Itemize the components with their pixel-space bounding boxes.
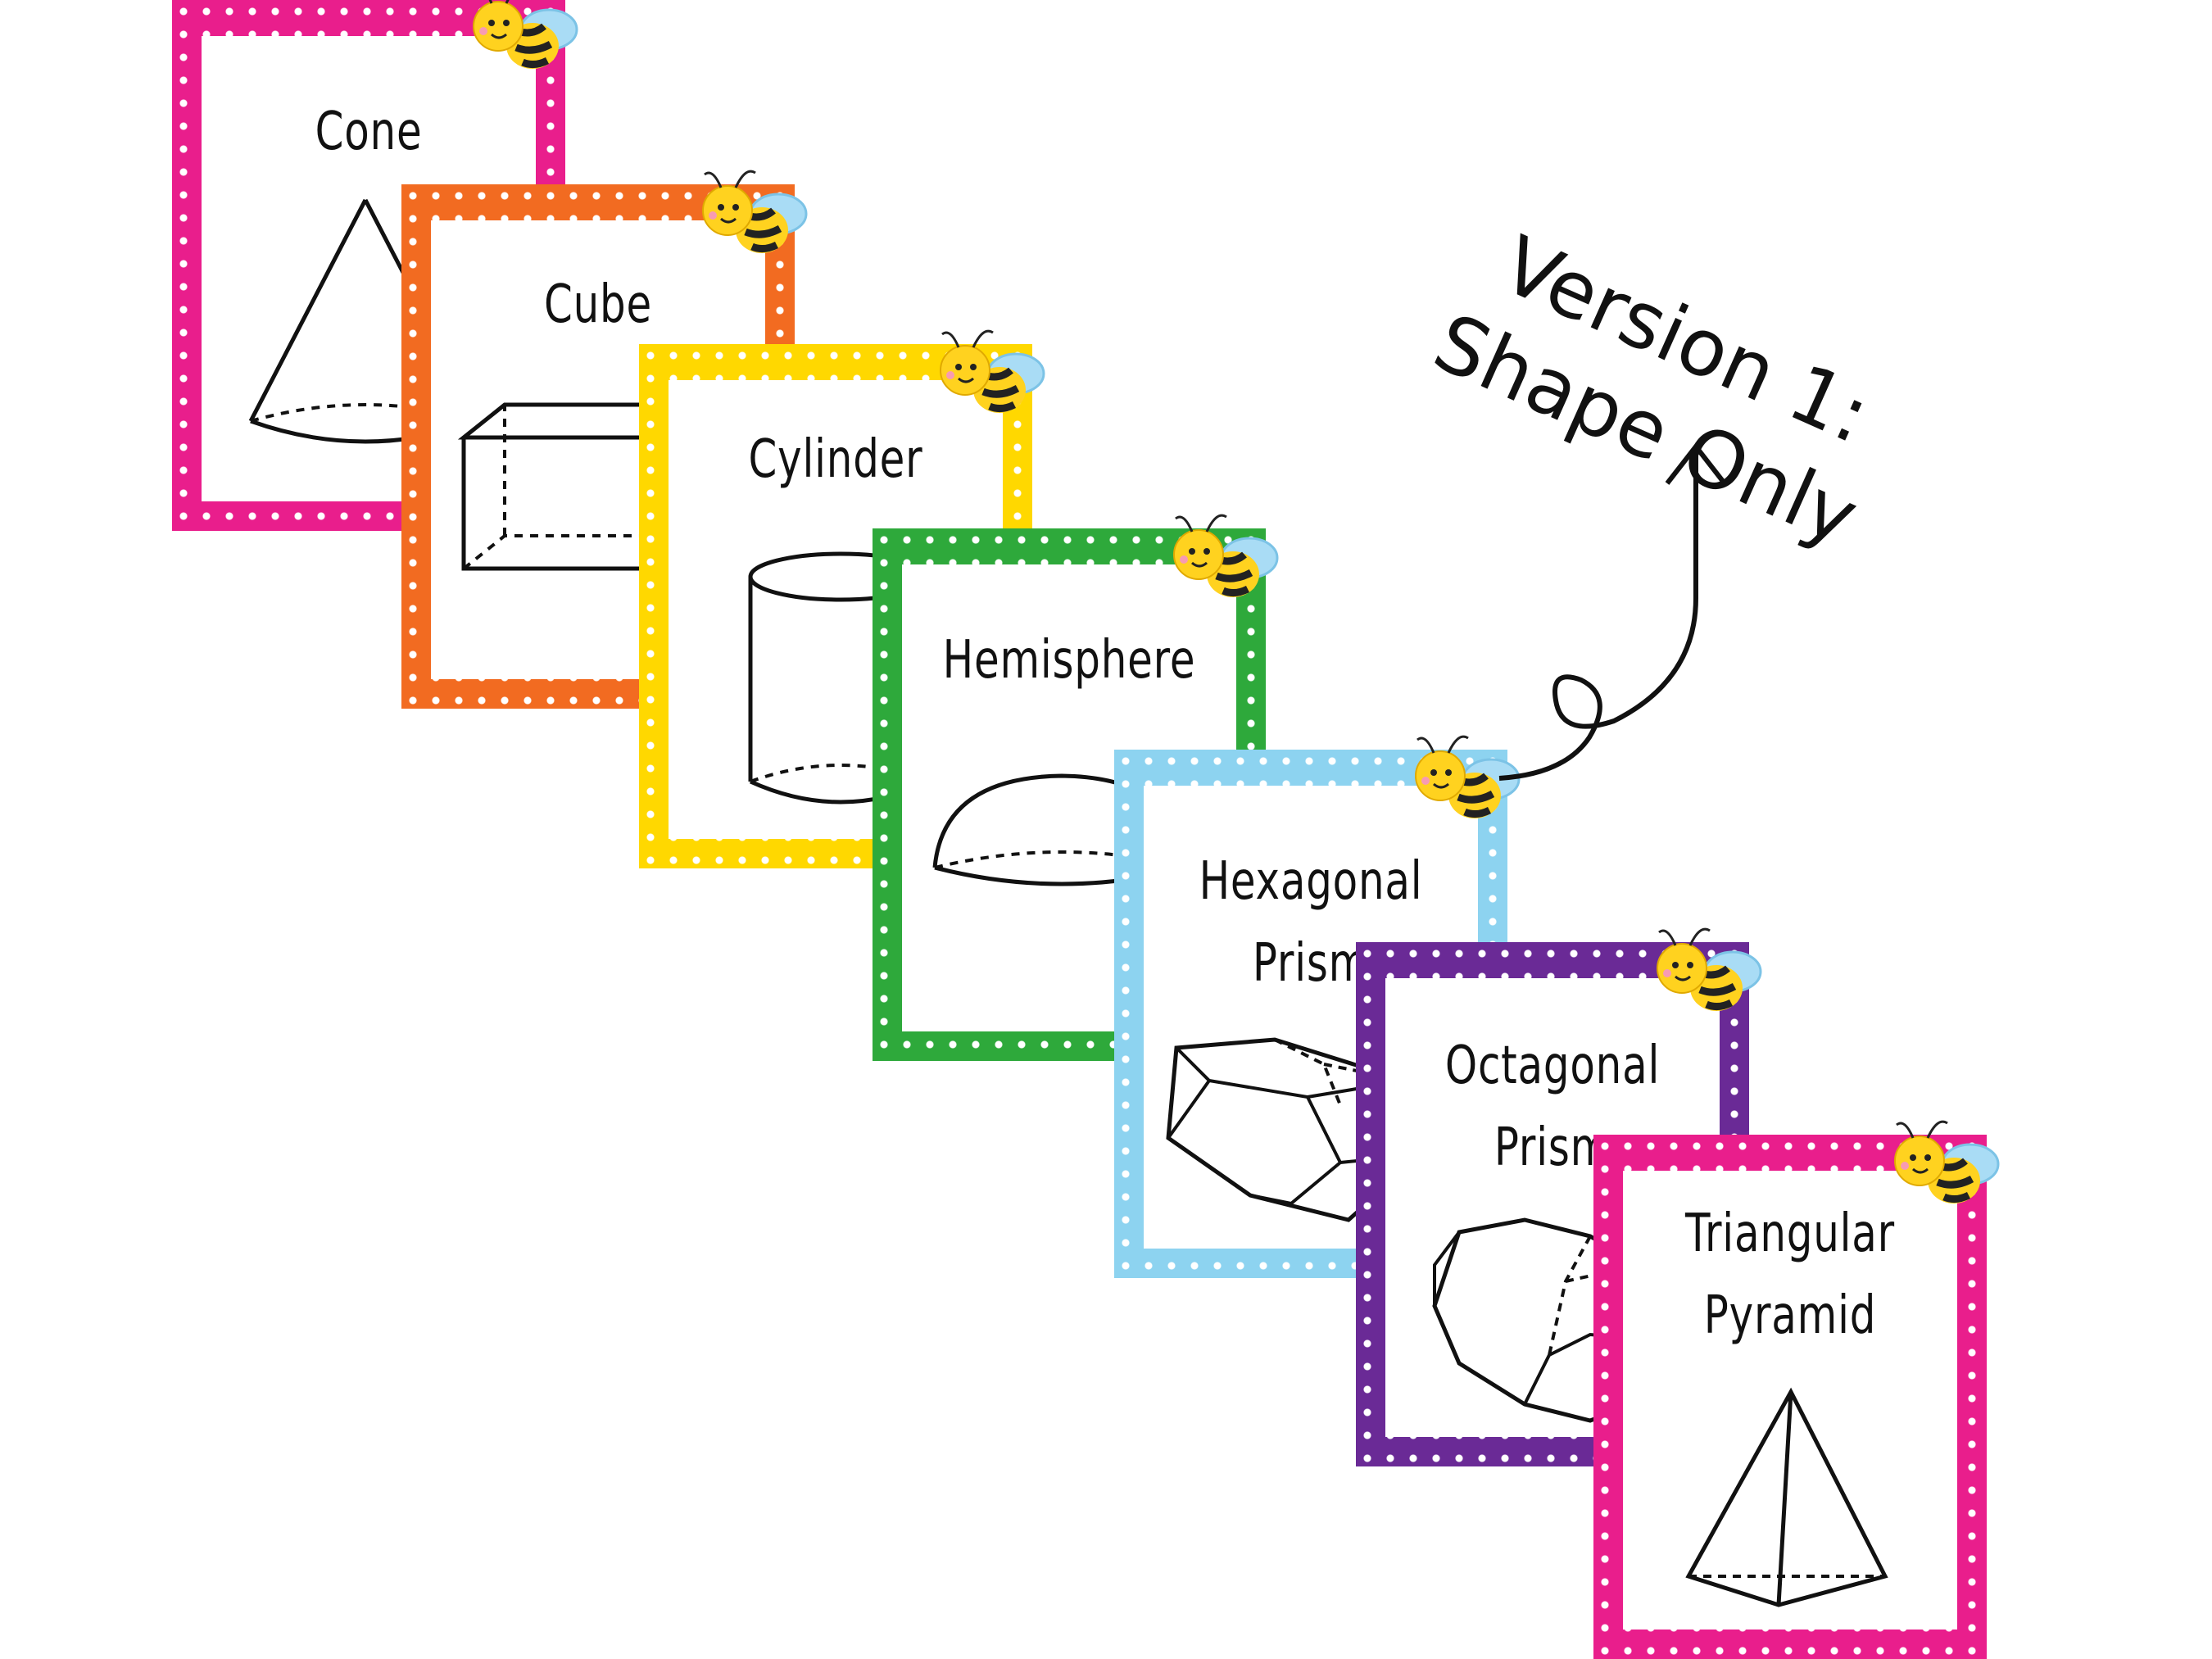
card-inner: Triangular Pyramid (1623, 1171, 1957, 1630)
card-title-line1: Octagonal (1444, 1036, 1661, 1096)
bee-icon (1415, 735, 1521, 818)
bee-icon (702, 170, 808, 253)
bee-icon (1173, 514, 1279, 597)
card-hexagonal-prism: Hexagonal Prism (1114, 735, 1521, 1278)
card-title: Hemisphere (942, 630, 1196, 691)
card-title-line2: Prism (1252, 933, 1370, 994)
bee-icon (1894, 1120, 2000, 1203)
triangular-pyramid-shape (1685, 1387, 1888, 1607)
curly-arrow-icon (1498, 442, 1727, 781)
card-title-line1: Hexagonal (1199, 851, 1423, 912)
card-title-line2: Pyramid (1703, 1285, 1877, 1346)
card-title: Cone (315, 102, 423, 162)
card-title-line1: Triangular (1685, 1203, 1895, 1264)
card-title: Cube (543, 274, 653, 335)
card-title-line2: Prism (1494, 1117, 1611, 1178)
card-triangular-pyramid: Triangular Pyramid (1593, 1120, 2000, 1659)
bee-icon (1657, 927, 1762, 1011)
bee-icon (940, 329, 1045, 413)
bee-icon (473, 0, 578, 69)
card-title: Cylinder (748, 429, 923, 490)
